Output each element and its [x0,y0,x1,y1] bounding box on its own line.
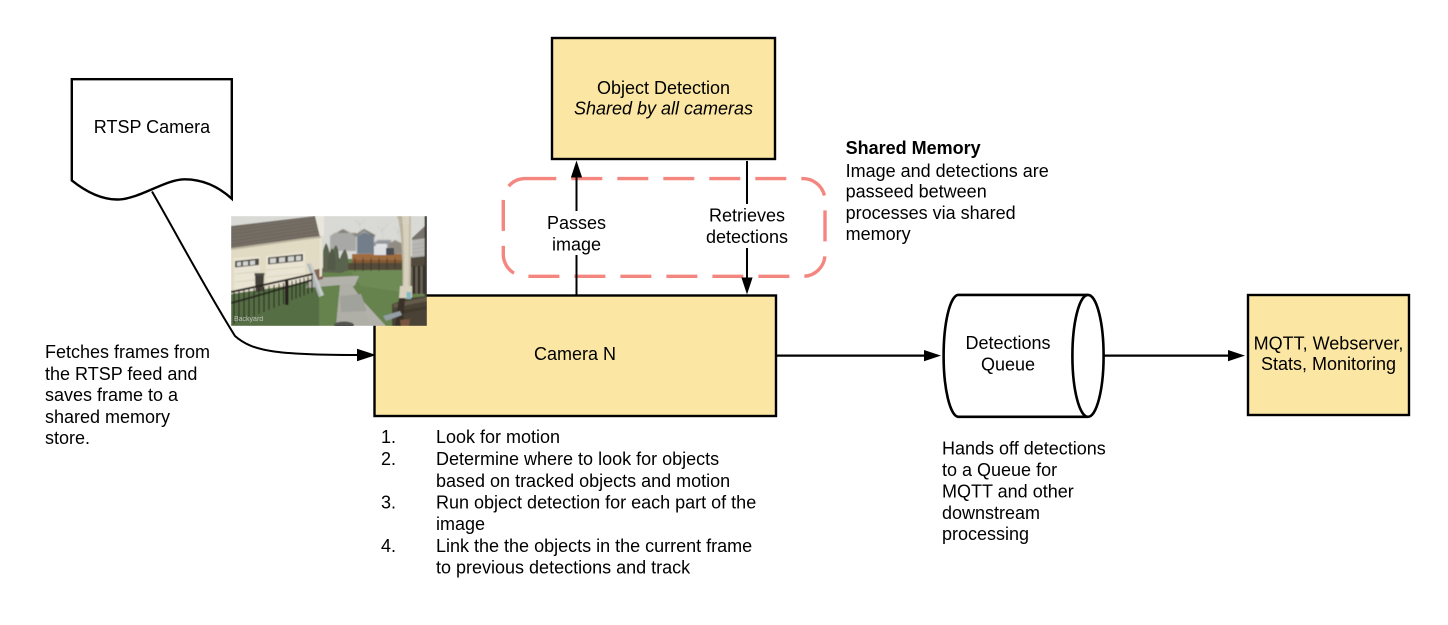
svg-text:to a Queue for: to a Queue for [942,460,1057,480]
svg-text:the RTSP feed and: the RTSP feed and [45,364,197,384]
svg-text:Look for motion: Look for motion [436,427,560,447]
svg-text:Stats, Monitoring: Stats, Monitoring [1261,354,1396,374]
svg-text:downstream: downstream [942,503,1040,523]
svg-text:Queue: Queue [981,355,1035,375]
svg-text:memory: memory [846,224,911,244]
svg-text:detections: detections [706,227,788,247]
svg-text:RTSP Camera: RTSP Camera [94,117,211,137]
svg-text:2.: 2. [381,449,396,469]
svg-text:Camera N: Camera N [534,344,616,364]
svg-text:based on tracked objects and m: based on tracked objects and motion [436,471,730,491]
svg-text:saves frame to a: saves frame to a [45,385,179,405]
svg-text:Hands off detections: Hands off detections [942,439,1106,459]
svg-text:Image and detections are: Image and detections are [846,161,1049,181]
svg-text:3.: 3. [381,493,396,513]
svg-text:Determine where to look for ob: Determine where to look for objects [436,449,719,469]
svg-text:processes via shared: processes via shared [846,203,1016,223]
svg-text:image: image [436,514,485,534]
svg-text:Backyard: Backyard [234,316,263,323]
svg-text:Shared Memory: Shared Memory [846,138,981,158]
svg-text:Passes: Passes [547,213,606,233]
svg-text:to previous detections and tra: to previous detections and track [436,558,691,578]
svg-text:store.: store. [45,428,90,448]
svg-text:Link the the objects in the cu: Link the the objects in the current fram… [436,536,752,556]
svg-text:passeed between: passeed between [846,182,987,202]
svg-text:Object Detection: Object Detection [597,78,730,98]
svg-text:Fetches frames from: Fetches frames from [45,342,210,362]
svg-text:Shared by all cameras: Shared by all cameras [574,99,753,119]
svg-text:2019-02-16 09:1: 2019-02-16 09:1 [376,219,424,226]
svg-text:MQTT, Webserver,: MQTT, Webserver, [1254,334,1404,354]
svg-text:1.: 1. [381,427,396,447]
svg-text:MQTT and other: MQTT and other [942,482,1074,502]
svg-text:Detections: Detections [965,333,1050,353]
svg-text:image: image [552,235,601,255]
svg-text:processing: processing [942,524,1029,544]
svg-text:shared memory: shared memory [45,407,170,427]
svg-text:Run object detection for each: Run object detection for each part of th… [436,493,756,513]
svg-text:Retrieves: Retrieves [709,206,785,226]
svg-text:4.: 4. [381,536,396,556]
